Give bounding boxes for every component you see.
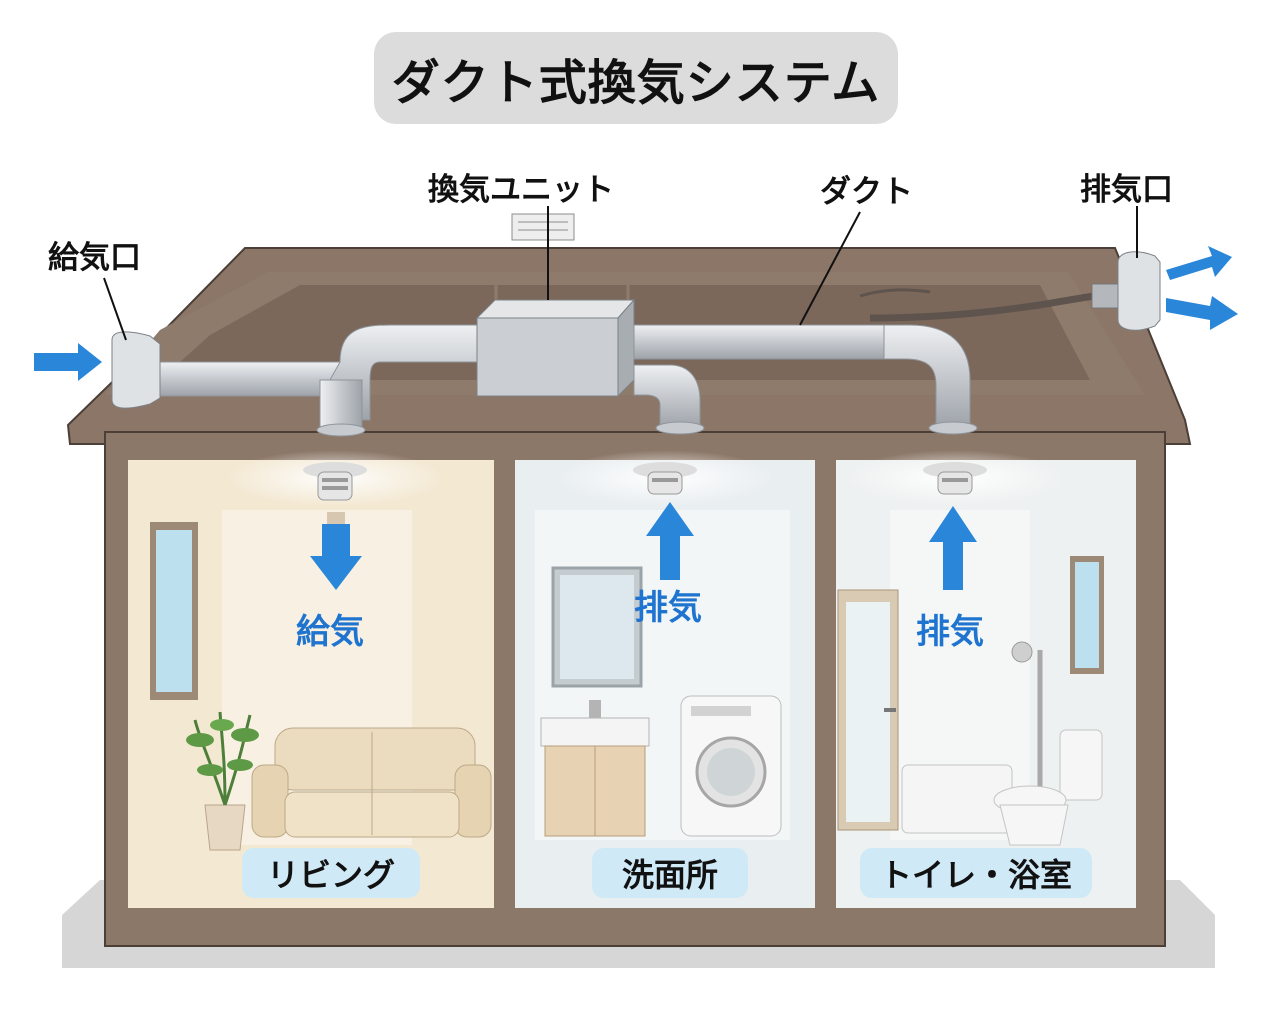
- flow-label-living: 給気: [296, 612, 364, 652]
- sofa: [251, 727, 492, 838]
- callout-duct: ダクト: [820, 174, 913, 210]
- page-title: ダクト式換気システム: [391, 55, 881, 111]
- window-toilet: [1070, 556, 1104, 674]
- vanity: [540, 700, 650, 837]
- title-box: ダクト式換気システム: [374, 32, 898, 124]
- arrow-right-icon-exhaust-2: [1166, 296, 1238, 330]
- diffuser-wash: [633, 462, 697, 495]
- washing-machine: [680, 695, 782, 837]
- bathroom-door: [837, 589, 899, 831]
- arrow-down-icon: [310, 512, 362, 590]
- toilet: [993, 729, 1103, 846]
- shower: [1011, 641, 1043, 790]
- arrow-right-icon-exhaust-1: [1166, 246, 1232, 280]
- arrow-right-icon: [34, 343, 102, 381]
- roof-vent: [511, 213, 575, 241]
- plant: [186, 711, 259, 851]
- window-living: [150, 522, 198, 700]
- arrow-up-icon: [646, 502, 694, 580]
- room-label-wash: 洗面所: [592, 848, 748, 898]
- diffuser-living: [303, 462, 367, 501]
- flow-label-wash: 排気: [634, 588, 702, 628]
- mirror: [551, 566, 643, 688]
- room-label-toilet: トイレ・浴室: [860, 848, 1092, 898]
- duct-system: [111, 251, 1161, 437]
- callout-exhaust-port: 排気口: [1080, 172, 1173, 208]
- leader-supply-port: [103, 277, 127, 341]
- arrow-up-icon-toilet: [929, 506, 977, 590]
- room-toilet-back: [890, 510, 1030, 840]
- callout-ventilation-unit: 換気ユニット: [428, 172, 614, 208]
- diffuser-toilet: [923, 462, 987, 495]
- leader-duct: [799, 211, 861, 326]
- flow-label-toilet: 排気: [916, 612, 984, 652]
- callout-supply-port: 給気口: [48, 240, 141, 276]
- room-label-living: リビング: [242, 848, 420, 898]
